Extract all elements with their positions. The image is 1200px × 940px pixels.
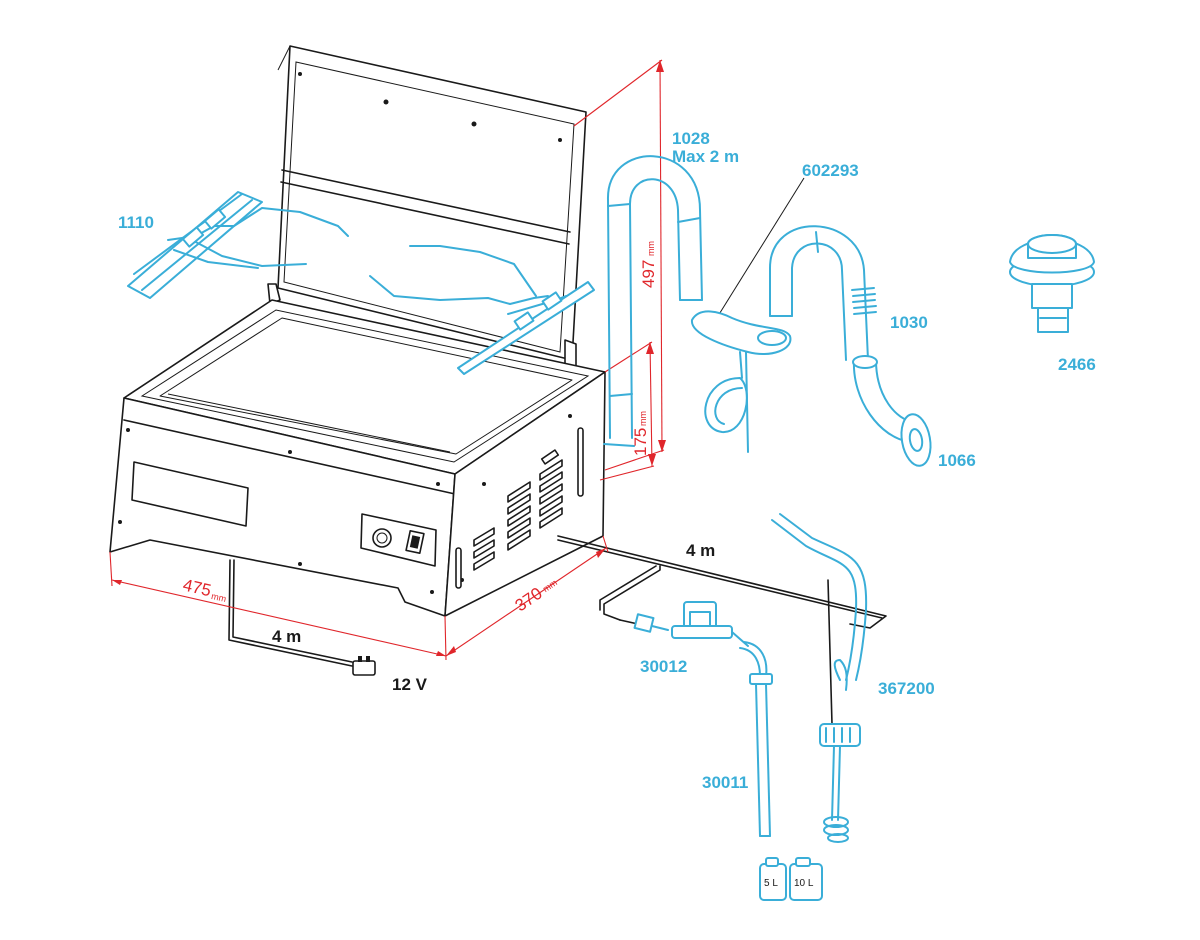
label-30011: 30011: [702, 773, 748, 792]
power-cable-length-label: 4 m: [272, 627, 301, 646]
label-1030: 1030: [890, 313, 928, 332]
dim-height-open-value: 497: [639, 260, 658, 288]
part-367200-dip-tube: 367200: [771, 513, 935, 843]
grill-body: [109, 299, 606, 617]
dim-width: 475 mm: [181, 575, 227, 604]
part-30011-tube: 30011: [702, 641, 773, 837]
part-1028-hose: 1028 Max 2 m: [603, 129, 739, 447]
label-2466: 2466: [1058, 355, 1096, 374]
dim-height-closed-unit: mm: [638, 411, 648, 426]
power-voltage-label: 12 V: [392, 675, 428, 694]
grill-lid: [267, 45, 587, 369]
dim-height-open-unit: mm: [646, 241, 656, 256]
label-1028-note: Max 2 m: [672, 147, 739, 166]
dim-depth-unit: mm: [541, 577, 559, 594]
canister-10l: 10 L: [789, 857, 823, 901]
dim-height-open: 497 mm: [639, 241, 658, 288]
part-1066-elbow: 1066: [852, 355, 976, 470]
dimension-lines: [109, 59, 666, 661]
dim-width-unit: mm: [210, 591, 227, 604]
label-602293: 602293: [802, 161, 859, 180]
water-cable-length-label: 4 m: [686, 541, 715, 560]
part-30012-valve: 30012: [633, 601, 749, 676]
label-30012: 30012: [640, 657, 687, 676]
label-1028: 1028: [672, 129, 710, 148]
part-1030-hose: 1030: [769, 225, 928, 361]
dim-height-closed: 175 mm: [631, 411, 650, 456]
label-367200: 367200: [878, 679, 935, 698]
dim-height-closed-value: 175: [631, 428, 650, 456]
power-cable: [228, 559, 376, 676]
canister-5l-label: 5 L: [764, 878, 778, 889]
canister-10l-label: 10 L: [794, 878, 814, 889]
part-2466-cap: 2466: [1009, 234, 1096, 374]
part-602293-bracket: 602293: [691, 161, 859, 453]
label-1066: 1066: [938, 451, 976, 470]
part-1110-rack: 1110: [118, 191, 595, 375]
canister-5l: 5 L: [759, 857, 787, 901]
label-1110: 1110: [118, 213, 154, 232]
dim-depth: 370 mm: [512, 577, 559, 616]
dim-depth-value: 370: [512, 584, 546, 616]
